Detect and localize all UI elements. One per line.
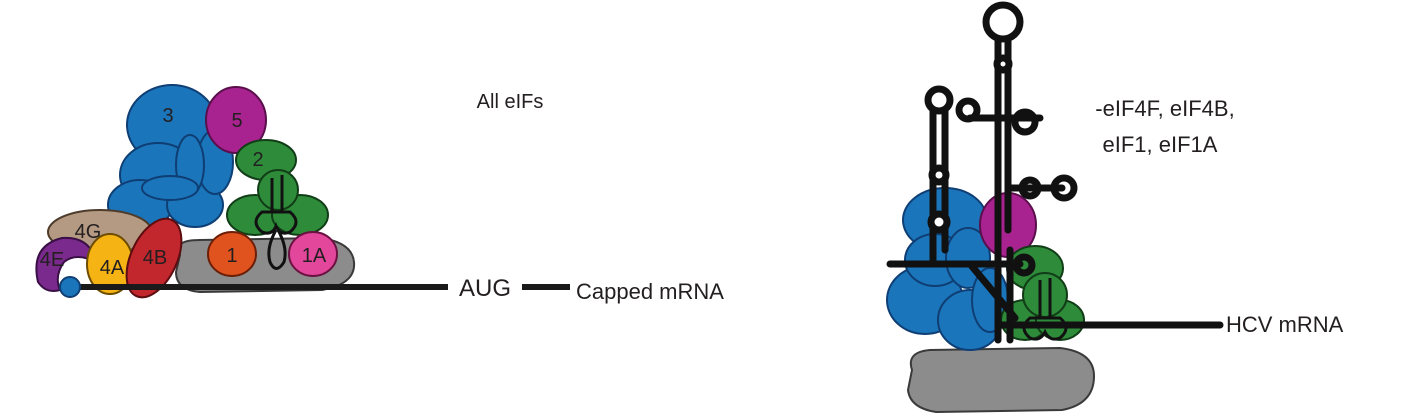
eif3-complex <box>107 84 234 231</box>
met-trna-right <box>1022 278 1068 341</box>
eif1-shape <box>207 231 257 277</box>
eif5-shape <box>205 86 267 154</box>
eif4b-shape <box>125 217 183 299</box>
eif1-label: 1 <box>226 245 237 267</box>
eif2-complex <box>226 139 329 236</box>
eif1a-shape <box>288 231 338 277</box>
condition-label-line1: -eIF4F, eIF4B, <box>1095 96 1234 121</box>
eif5-label: 5 <box>231 110 242 132</box>
eif4b-label: 4B <box>143 247 167 269</box>
hcv-ires-structure <box>886 1 1224 344</box>
eif4a-label: 4A <box>100 257 125 279</box>
eif1a-label: 1A <box>302 245 327 267</box>
eif4g-label: 4G <box>75 221 102 243</box>
eif2-label: 2 <box>252 149 263 171</box>
capped-mrna-label: Capped mRNA <box>576 279 724 304</box>
condition-label-all-eifs: All eIFs <box>477 91 544 113</box>
condition-label-line2: eIF1, eIF1A <box>1103 132 1218 157</box>
m7g-cap-icon <box>59 276 81 298</box>
aug-codon-label: AUG <box>459 275 511 302</box>
eif4e-shape <box>35 236 98 292</box>
left-panel-capped-mrna-complex: 3 5 2 4G 4E 4A 4B 1 1A All eIFs AUG Capp… <box>35 84 724 304</box>
met-trna-left <box>254 175 298 270</box>
hcv-mrna-label: HCV mRNA <box>1226 312 1344 337</box>
eif4e-label: 4E <box>40 249 64 271</box>
ribosome-40s-right <box>906 346 1096 414</box>
eif3-label: 3 <box>162 105 173 127</box>
right-panel-hcv-ires-complex: -eIF4F, eIF4B, eIF1, eIF1A HCV mRNA <box>886 1 1344 414</box>
